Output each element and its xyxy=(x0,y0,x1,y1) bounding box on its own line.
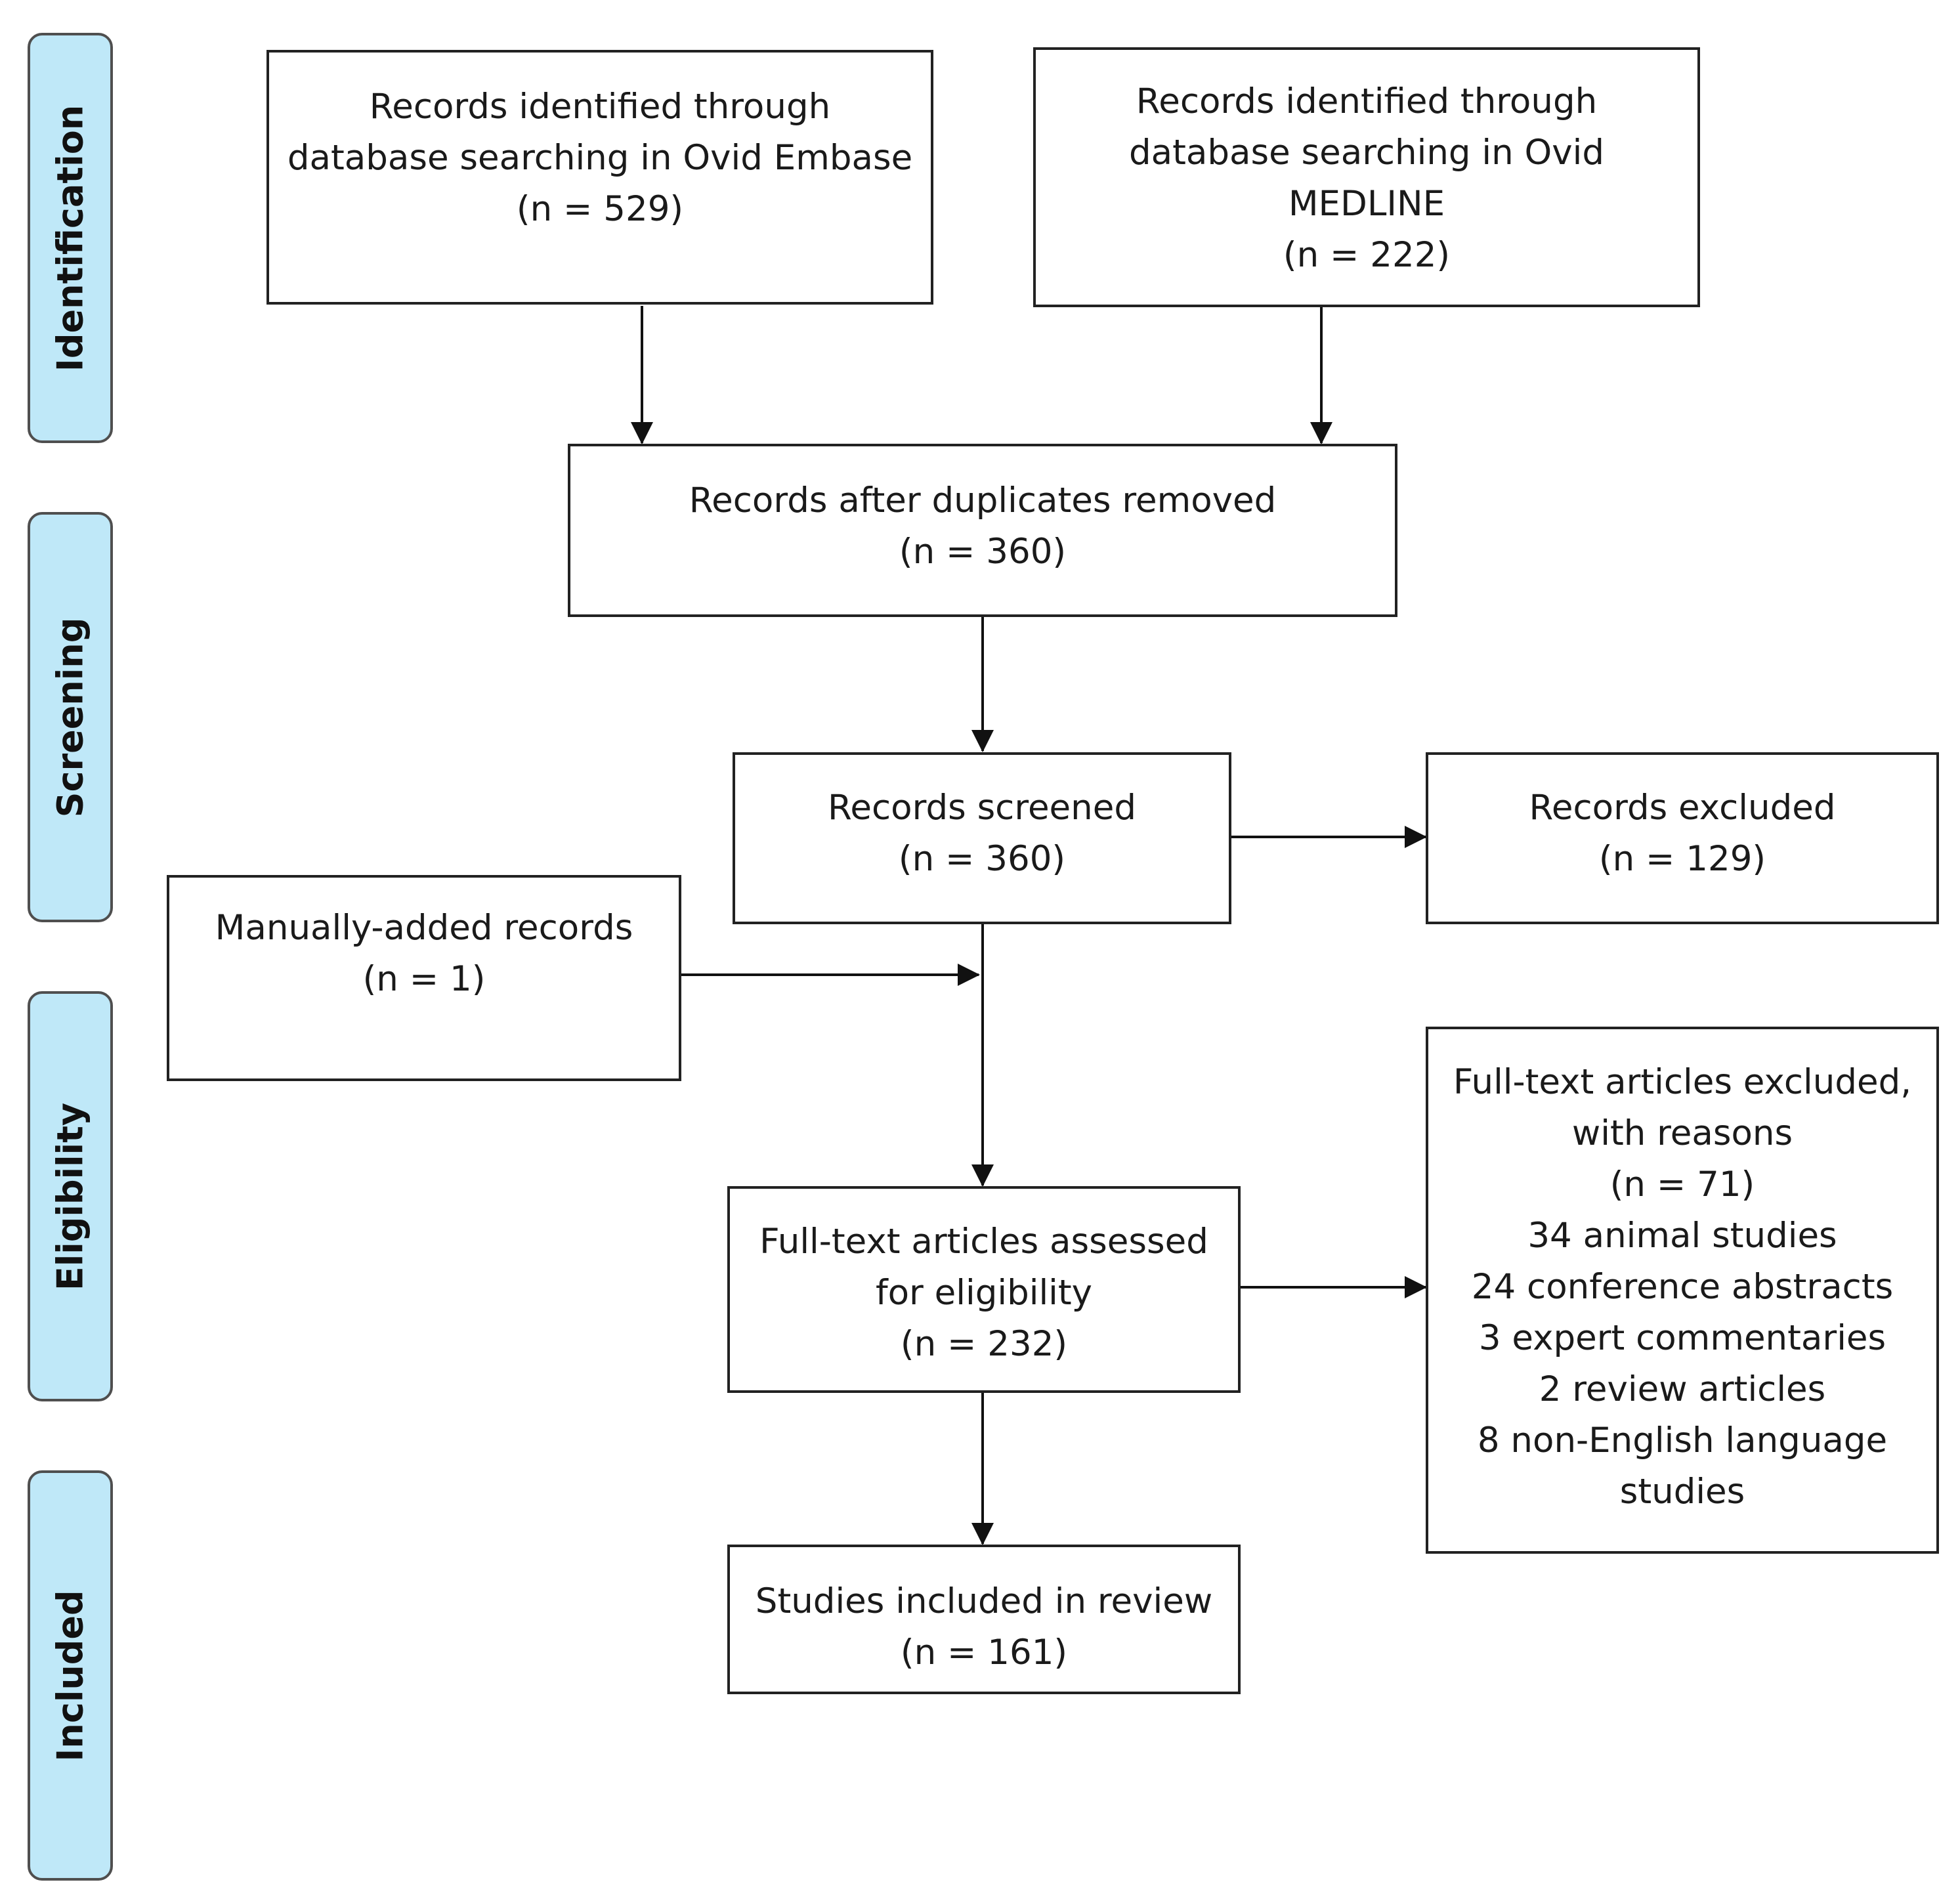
duplicates-removed-count: (n = 360) xyxy=(899,532,1067,572)
exclusion-reason: 3 expert commentaries xyxy=(1478,1318,1886,1358)
records-excluded-box: Records excluded (n = 129) xyxy=(1426,752,1939,924)
stage-identification: Identification xyxy=(28,33,113,443)
medline-records-count: (n = 222) xyxy=(1283,235,1451,275)
stage-eligibility-label: Eligibility xyxy=(49,1102,91,1291)
embase-records-line1: Records identified through xyxy=(369,87,831,127)
fulltext-assessed-line1: Full-text articles assessed xyxy=(759,1222,1208,1262)
embase-records-box: Records identified through database sear… xyxy=(266,50,933,305)
manually-added-label: Manually-added records xyxy=(215,908,633,948)
embase-records-count: (n = 529) xyxy=(516,189,684,229)
records-excluded-count: (n = 129) xyxy=(1598,839,1766,879)
records-screened-box: Records screened (n = 360) xyxy=(733,752,1231,924)
records-screened-count: (n = 360) xyxy=(898,839,1066,879)
fulltext-assessed-box: Full-text articles assessed for eligibil… xyxy=(727,1186,1241,1393)
exclusion-reason: 2 review articles xyxy=(1539,1369,1826,1409)
stage-screening: Screening xyxy=(28,512,113,922)
medline-records-line3: MEDLINE xyxy=(1288,184,1445,224)
stage-eligibility: Eligibility xyxy=(28,991,113,1401)
records-excluded-label: Records excluded xyxy=(1529,788,1836,828)
exclusion-reason: 8 non-English language xyxy=(1477,1420,1888,1461)
fulltext-assessed-count: (n = 232) xyxy=(900,1324,1068,1364)
embase-records-line2: database searching in Ovid Embase xyxy=(287,138,913,178)
stage-identification-label: Identification xyxy=(49,104,91,372)
fulltext-excluded-count: (n = 71) xyxy=(1609,1164,1755,1205)
manually-added-box: Manually-added records (n = 1) xyxy=(167,875,681,1081)
exclusion-reason: 24 conference abstracts xyxy=(1471,1267,1894,1307)
fulltext-assessed-line2: for eligibility xyxy=(875,1273,1093,1313)
records-screened-label: Records screened xyxy=(827,788,1136,828)
studies-included-count: (n = 161) xyxy=(900,1632,1068,1673)
studies-included-label: Studies included in review xyxy=(755,1581,1213,1621)
exclusion-reason: 34 animal studies xyxy=(1527,1216,1837,1256)
stage-screening-label: Screening xyxy=(49,617,91,817)
duplicates-removed-label: Records after duplicates removed xyxy=(689,480,1277,521)
medline-records-line2: database searching in Ovid xyxy=(1128,133,1605,173)
manually-added-count: (n = 1) xyxy=(362,959,486,999)
stage-included-label: Included xyxy=(49,1589,91,1762)
fulltext-excluded-line1: Full-text articles excluded, xyxy=(1453,1062,1912,1102)
stage-included: Included xyxy=(28,1470,113,1881)
exclusion-reason: studies xyxy=(1619,1472,1745,1512)
fulltext-excluded-box: Full-text articles excluded, with reason… xyxy=(1426,1027,1939,1554)
medline-records-line1: Records identified through xyxy=(1136,81,1598,121)
studies-included-box: Studies included in review (n = 161) xyxy=(727,1545,1241,1694)
duplicates-removed-box: Records after duplicates removed (n = 36… xyxy=(568,444,1397,617)
fulltext-excluded-line2: with reasons xyxy=(1571,1113,1793,1153)
medline-records-box: Records identified through database sear… xyxy=(1033,47,1700,307)
